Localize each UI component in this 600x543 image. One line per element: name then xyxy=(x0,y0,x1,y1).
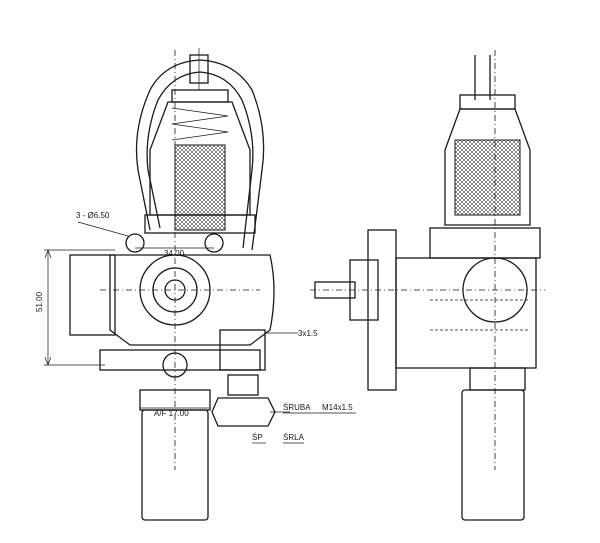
screw-word-label: ŚRUBA xyxy=(283,403,311,412)
drain-nut xyxy=(227,374,259,396)
filter-mesh xyxy=(174,144,226,231)
left-mark-label: ŚP xyxy=(252,433,263,442)
hex-screw xyxy=(211,397,276,427)
thread-label: 3x1.5 xyxy=(298,329,318,338)
side-bottom-cylinder xyxy=(461,389,525,521)
wrench-label: A/F 17.00 xyxy=(154,409,189,418)
side-cap xyxy=(459,94,516,110)
front-guard-inner xyxy=(146,71,254,249)
mount-hole-left xyxy=(125,233,145,253)
bottom-cylinder xyxy=(141,409,209,521)
height-label: 51.00 xyxy=(35,291,44,312)
lower-mount-hole xyxy=(162,352,188,378)
side-valve-body xyxy=(395,257,537,369)
lower-bracket xyxy=(99,349,261,371)
side-port xyxy=(69,254,116,336)
side-filter-mesh xyxy=(454,139,521,216)
side-flange xyxy=(429,227,541,259)
side-bowl xyxy=(444,108,531,226)
hole-leader xyxy=(77,221,129,237)
front-view xyxy=(69,48,276,521)
screw-thread-label: M14x1.5 xyxy=(322,403,353,412)
side-view xyxy=(310,50,545,521)
hole-label: 3 - Ø6.50 xyxy=(76,211,110,220)
drain-housing xyxy=(219,329,266,371)
front-guard-outer xyxy=(135,59,265,251)
bowl-flange xyxy=(144,214,256,234)
spring xyxy=(171,107,229,141)
valve-body xyxy=(109,254,275,346)
side-hex-fitting xyxy=(469,367,526,391)
mount-hole-right xyxy=(204,233,224,253)
dimensions: 51.00 34.00 3 - Ø6.50 3x1.5 A/F 17.00 ŚR… xyxy=(35,211,356,444)
filter-cap xyxy=(171,89,229,103)
mount-plate xyxy=(367,229,397,391)
right-mark-label: ŚRLA xyxy=(283,433,305,442)
width-label: 34.00 xyxy=(164,249,185,258)
